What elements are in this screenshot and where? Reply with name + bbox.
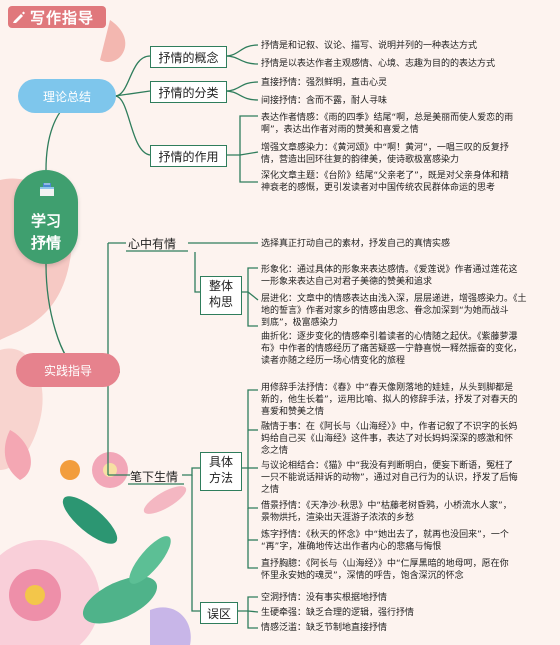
underline <box>128 483 184 485</box>
concept-item: 抒情是以表达作者主观感情、心境、志趣为目的的表达方式 <box>261 59 496 69</box>
function-item-line: 神衰老的感慨，更引发读者对中国传统农民群体命运的思考 <box>261 183 496 193</box>
concept-item: 抒情是和记叙、议论、描写、说明并列的一种表达方式 <box>261 41 478 51</box>
method-item-line: 借景抒情：《天净沙·秋思》中“枯藤老树昏鸦，小桥流水人家”， <box>261 501 512 511</box>
node-mistakes-label: 误区 <box>206 606 231 621</box>
underline <box>126 250 188 252</box>
node-structure: 整体 构思 <box>200 276 242 315</box>
method-item-line: 之情 <box>261 485 280 495</box>
node-types: 抒情的分类 <box>150 81 227 103</box>
node-heart: 心中有情 <box>128 237 177 251</box>
types-item: 间接抒情：含而不露，耐人寻味 <box>261 96 388 106</box>
method-item-line: 景物烘托，渲染出天涯游子浓浓的乡愁 <box>261 513 415 523</box>
structure-item-line: 到底”，极富感染力 <box>261 318 338 328</box>
method-item-line: 喜爱和赞美之情 <box>261 407 325 417</box>
method-item-line: 怀里永安她的魂灵”，深情的呼告，饱含深沉的怀念 <box>261 571 464 581</box>
method-item-line: “再”字，准确地传达出作者内心的悲痛与悔恨 <box>261 542 442 552</box>
connector-lines <box>45 44 259 629</box>
method-item-line: 直抒胸臆：《阿长与〈山海经〉》中“仁厚黑暗的地母呵，愿在你 <box>261 559 509 569</box>
function-item-line: 表达作者情感：《雨的四季》结尾“啊，总是美丽而使人爱恋的雨 <box>261 113 514 123</box>
structure-item-line: 一形象来表达自己对君子美德的赞美和追求 <box>261 277 433 287</box>
node-structure-label: 整体 <box>208 279 233 293</box>
node-methods-label: 方法 <box>208 471 233 485</box>
structure-item-line: 地的誓言》作者对家乡的情感由思念、眷念加深到“为她而战斗 <box>261 306 509 316</box>
method-item-line: 念之情 <box>261 446 289 456</box>
node-concept-label: 抒情的概念 <box>158 50 219 65</box>
node-structure-label: 构思 <box>208 295 233 309</box>
method-item-line: 炼字抒情：《秋天的怀念》中“她出去了，就再也没回来”，一个 <box>261 530 509 540</box>
method-item-line: 用修辞手法抒情：《春》中“春天像刚落地的娃娃，从头到脚都是 <box>261 383 514 393</box>
structure-item-line: 读者亦随之经历一场心情变化的旅程 <box>261 356 406 366</box>
category-theory-label: 理论总结 <box>42 89 91 104</box>
pencil-icon <box>8 6 30 28</box>
method-item-line: 一只不能说话辩诉的动物”，通过对自己行为的认识，抒发了后悔 <box>261 473 518 483</box>
section-title-badge: 写作指导 <box>8 6 106 28</box>
mistake-item: 空洞抒情：没有事实根据地抒情 <box>261 593 388 603</box>
method-item-line: 新的，他生长着”，运用比喻、拟人的修辞手法，抒发了对春天的 <box>261 395 518 405</box>
central-topic-line1: 学习 <box>30 212 61 230</box>
central-topic-line2: 抒情 <box>30 234 61 252</box>
heart-item: 选择真正打动自己的素材，抒发自己的真情实感 <box>261 239 451 249</box>
mistake-item: 情感泛滥：缺乏节制地直接抒情 <box>261 623 388 633</box>
function-item-line: 啊”，表达出作者对雨的赞美和喜爱之情 <box>261 125 419 135</box>
section-title: 写作指导 <box>30 8 95 27</box>
node-writing: 笔下生情 <box>130 470 179 484</box>
node-concept: 抒情的概念 <box>150 46 227 68</box>
pink-blob <box>100 20 126 62</box>
category-practice-label: 实践指导 <box>43 363 92 378</box>
structure-item-line: 层进化：文章中的情感表达由浅入深，层层递进，增强感染力。《土 <box>261 294 527 304</box>
mistake-item: 生硬牵强：缺乏合理的逻辑，强行抒情 <box>261 608 415 618</box>
function-item-line: 增强文章感染力：《黄河颂》中“啊！黄河”，一唱三叹的反复抒 <box>261 143 509 153</box>
node-function-label: 抒情的作用 <box>158 149 219 164</box>
function-item-line: 深化文章主题：《台阶》结尾“父亲老了”，既是对父亲身体和精 <box>261 171 509 181</box>
structure-item-line: 布》中作者的情感经历了痛苦疑惑一宁静喜悦一释然振奋的变化， <box>261 344 523 354</box>
function-item-line: 情，营造出回环往复的韵律美，使诗歌极富感染力 <box>261 155 460 165</box>
central-topic-node: 学习 抒情 <box>14 170 78 264</box>
structure-item-line: 曲折化：逐步变化的情感牵引着读者的心情随之起伏。《紫藤萝瀑 <box>261 332 518 342</box>
method-item-line: 融情于事：在《阿长与〈山海经〉》中，作者记叙了不识字的长妈 <box>261 422 518 432</box>
node-types-label: 抒情的分类 <box>158 85 219 100</box>
node-methods-label: 具体 <box>208 455 233 469</box>
types-item: 直接抒情：强烈鲜明，直击心灵 <box>261 78 388 88</box>
node-mistakes: 误区 <box>200 602 238 624</box>
method-item-line: 与议论相结合：《猫》中“我没有判断明白，便妄下断语，冤枉了 <box>261 461 514 471</box>
flower-decoration <box>0 430 191 645</box>
category-practice: 实践指导 <box>16 353 120 387</box>
book-icon <box>40 183 54 196</box>
structure-item-line: 形象化：通过具体的形象来表达感情。《爱莲说》作者通过莲花这 <box>261 265 518 275</box>
node-function: 抒情的作用 <box>150 145 227 167</box>
method-item-line: 妈给自己买《山海经》这件事，表达了对长妈妈深深的感激和怀 <box>261 434 514 444</box>
node-methods: 具体 方法 <box>200 452 242 491</box>
category-theory: 理论总结 <box>18 79 116 113</box>
